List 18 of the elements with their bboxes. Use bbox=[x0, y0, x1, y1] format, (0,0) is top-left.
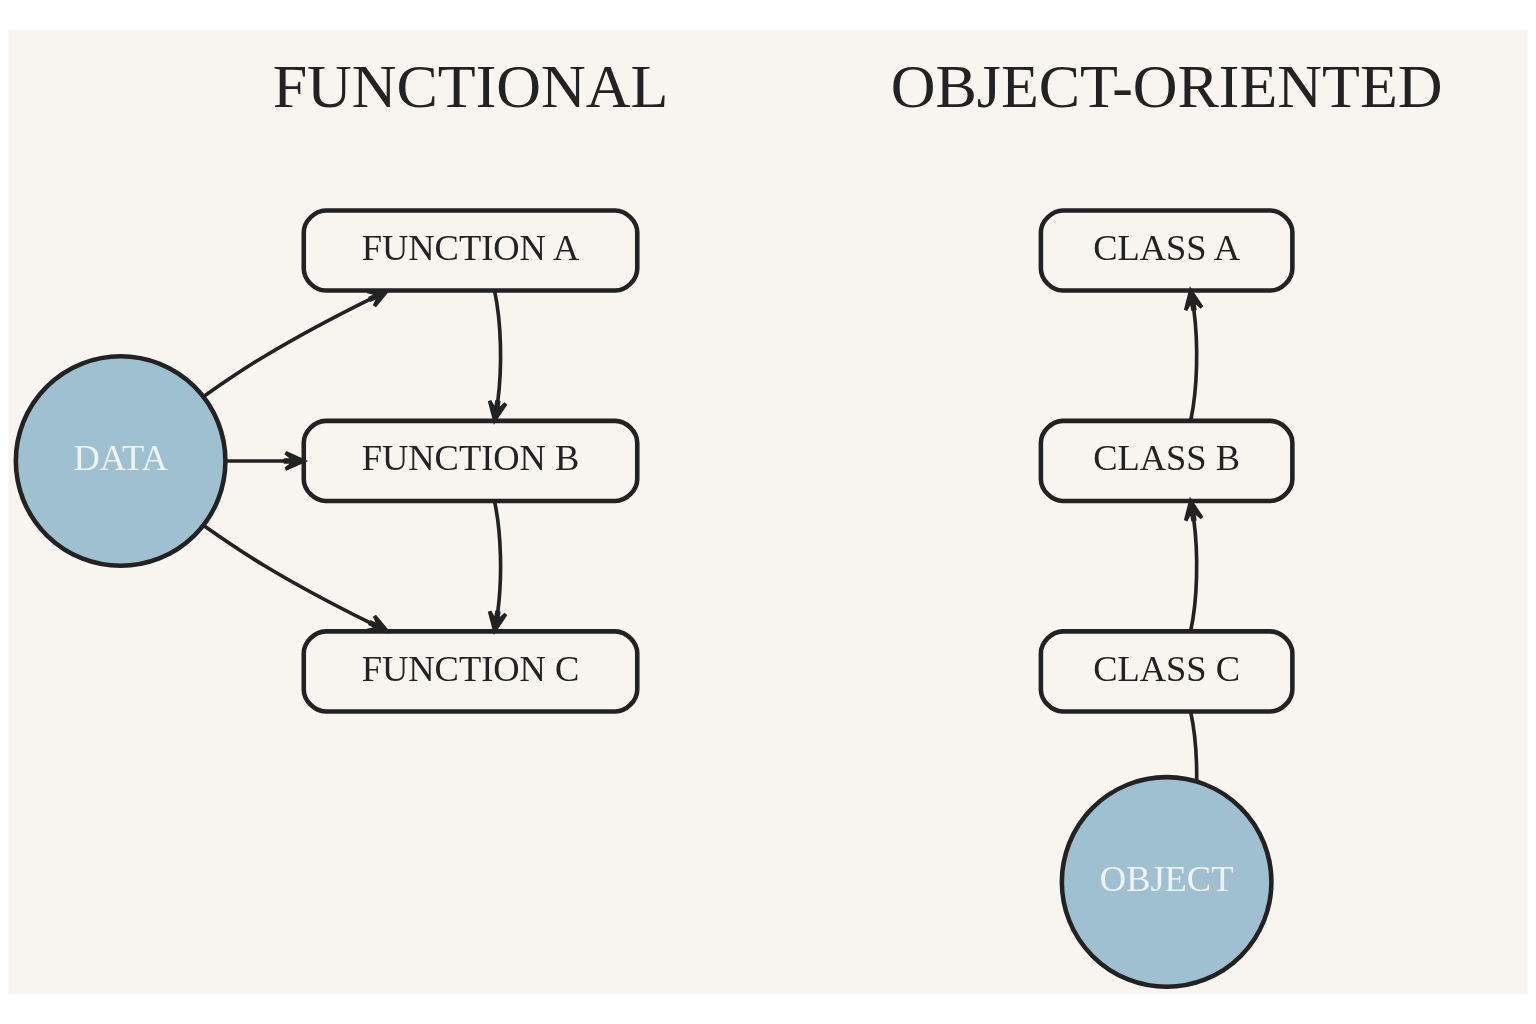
arrow bbox=[1183, 499, 1204, 632]
label: OBJECT-ORIENTED bbox=[890, 51, 1443, 120]
node-box: CLASS A bbox=[1038, 208, 1295, 293]
arrow bbox=[487, 500, 508, 633]
connector bbox=[1188, 711, 1199, 781]
arrow bbox=[225, 450, 306, 471]
node-box: CLASS B bbox=[1038, 418, 1295, 504]
arrow bbox=[202, 288, 390, 398]
label: FUNCTIONAL bbox=[272, 51, 669, 120]
arrow bbox=[1183, 288, 1204, 421]
node-box: FUNCTION C bbox=[301, 629, 640, 714]
node-box: FUNCTION A bbox=[301, 208, 640, 293]
arrow bbox=[202, 523, 390, 634]
node-box: CLASS C bbox=[1038, 629, 1295, 714]
arrow bbox=[487, 290, 508, 423]
node-box: FUNCTION B bbox=[301, 418, 640, 504]
node-circle: DATA bbox=[13, 353, 228, 569]
node-circle: OBJECT bbox=[1059, 774, 1274, 989]
